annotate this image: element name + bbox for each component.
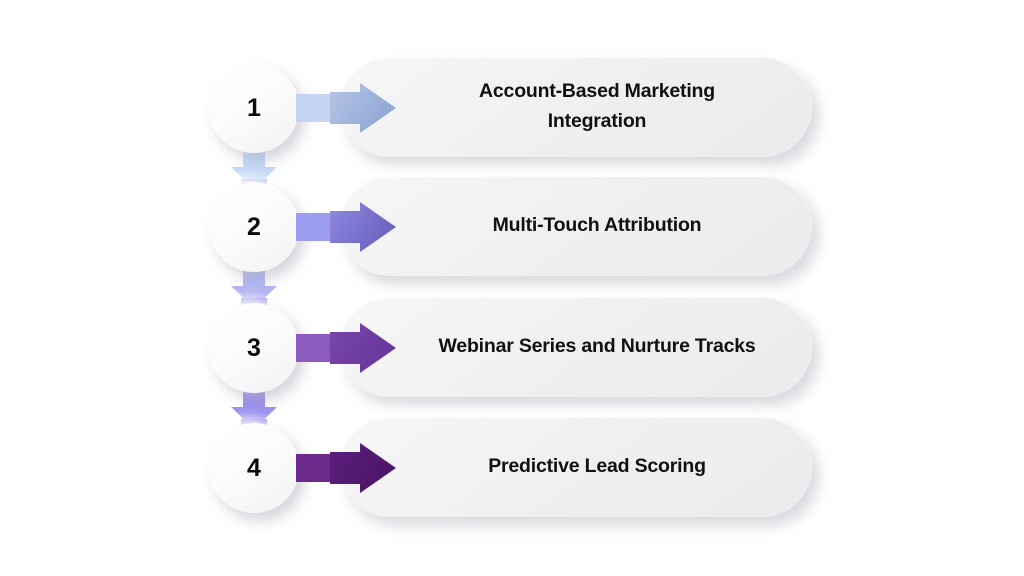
process-step-row-1: Account-Based Marketing Integration 1 (0, 57, 1024, 197)
step-arrow-icon-3 (296, 323, 400, 373)
step-arrow-icon-2 (296, 202, 400, 252)
step-card-label-4: Predictive Lead Scoring (488, 455, 706, 478)
step-circle-3[interactable]: 3 (209, 303, 299, 393)
process-step-row-3: Webinar Series and Nurture Tracks 3 (0, 297, 1024, 437)
step-number-3: 3 (247, 333, 261, 362)
step-card-label-3: Webinar Series and Nurture Tracks (438, 335, 756, 358)
step-circle-1[interactable]: 1 (209, 63, 299, 153)
step-card-4[interactable]: Predictive Lead Scoring (340, 417, 812, 517)
step-circle-4[interactable]: 4 (209, 423, 299, 513)
step-card-1[interactable]: Account-Based Marketing Integration (340, 57, 812, 157)
step-arrow-icon-1 (296, 83, 400, 133)
step-number-1: 1 (247, 93, 261, 122)
process-step-row-2: Multi-Touch Attribution 2 (0, 176, 1024, 316)
step-number-4: 4 (247, 453, 261, 482)
step-card-3[interactable]: Webinar Series and Nurture Tracks (340, 297, 812, 397)
connector-arrow-2-to-3 (231, 268, 277, 316)
step-circle-2[interactable]: 2 (209, 182, 299, 272)
step-card-2[interactable]: Multi-Touch Attribution (340, 176, 812, 276)
step-card-label-2: Multi-Touch Attribution (492, 214, 702, 237)
step-number-2: 2 (247, 212, 261, 241)
process-step-row-4: Predictive Lead Scoring 4 (0, 417, 1024, 535)
step-arrow-icon-4 (296, 443, 400, 493)
step-card-label-1: Account-Based Marketing Integration (479, 80, 715, 132)
